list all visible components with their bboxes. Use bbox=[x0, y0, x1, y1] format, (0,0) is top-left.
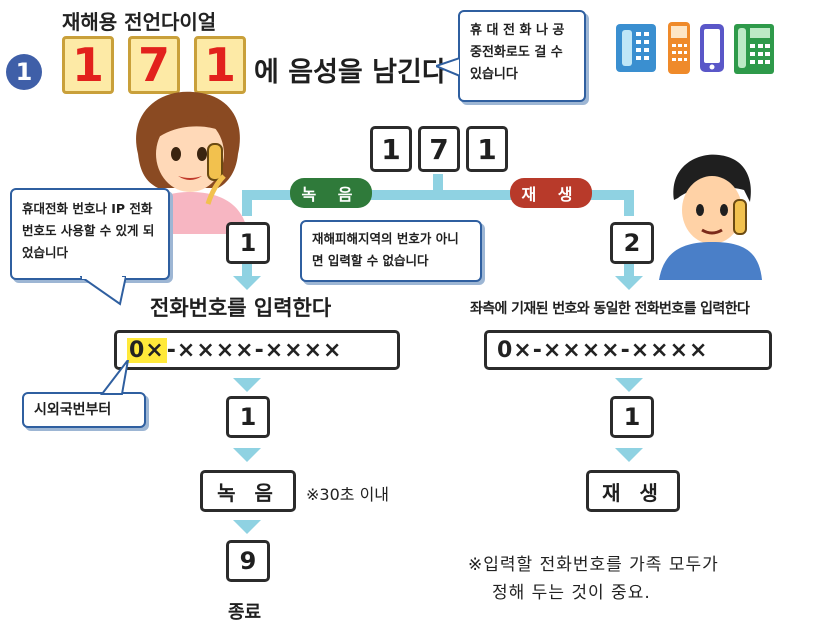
left-key-1b: 1 bbox=[226, 396, 270, 438]
left-arrow-3 bbox=[233, 448, 261, 462]
left-stem-1 bbox=[242, 264, 252, 276]
ip-number-callout: 휴대전화 번호나 IP 전화 번호도 사용할 수 있게 되었습니다 bbox=[10, 188, 170, 280]
left-drop bbox=[242, 190, 252, 216]
left-key-1: 1 bbox=[226, 222, 270, 264]
prefix-note-callout: 시외국번부터 bbox=[22, 392, 146, 428]
record-time-limit: ※30초 이내 bbox=[306, 485, 390, 504]
area-restriction-callout: 재해피해지역의 번호가 아니면 입력할 수 없습니다 bbox=[300, 220, 482, 282]
right-key-2: 2 bbox=[610, 222, 654, 264]
public-phone-icon bbox=[734, 24, 774, 74]
left-instruction: 전화번호를 입력한다 bbox=[150, 296, 332, 320]
prefix-callout-pointer bbox=[100, 360, 129, 395]
right-number-box: 0×-××××-×××× bbox=[484, 330, 772, 370]
phone-note-callout: 휴 대 전 화 나 공중전화로도 걸 수 있습니다 bbox=[458, 10, 586, 102]
smartphone-icon bbox=[700, 24, 724, 72]
end-label: 종료 bbox=[228, 602, 262, 623]
dial-key-1b: 1 bbox=[194, 36, 246, 94]
right-key-1: 1 bbox=[610, 396, 654, 438]
ip-callout-pointer bbox=[80, 276, 126, 306]
play-branch-label: 재 생 bbox=[510, 178, 592, 208]
footer-note-line-2: 정해 두는 것이 중요. bbox=[492, 583, 651, 603]
left-arrow-4 bbox=[233, 520, 261, 534]
number-rest: -××××-×××× bbox=[166, 337, 343, 363]
number-prefix-highlight: 0× bbox=[127, 337, 167, 363]
branch-stem bbox=[433, 174, 443, 196]
center-key-1b: 1 bbox=[466, 126, 508, 172]
phone-note-pointer bbox=[436, 56, 460, 78]
dial-key-1: 1 bbox=[62, 36, 114, 94]
right-play-box: 재 생 bbox=[586, 470, 680, 512]
right-drop bbox=[624, 190, 634, 216]
man-caller-illustration bbox=[659, 154, 762, 280]
left-number-box: 0× -××××-×××× bbox=[114, 330, 400, 370]
dial-key-7: 7 bbox=[128, 36, 180, 94]
feature-phone-icon bbox=[668, 22, 690, 74]
record-branch-label: 녹 음 bbox=[290, 178, 372, 208]
left-arrow-2 bbox=[233, 378, 261, 392]
footer-note-line-1: ※입력할 전화번호를 가족 모두가 bbox=[468, 555, 719, 575]
desk-phone-icon bbox=[616, 24, 656, 72]
left-arrow-1 bbox=[233, 276, 261, 290]
right-instruction: 좌측에 기재된 번호와 동일한 전화번호를 입력한다 bbox=[470, 301, 750, 317]
left-key-9: 9 bbox=[226, 540, 270, 582]
step-number-badge: 1 bbox=[6, 54, 42, 90]
center-key-7: 7 bbox=[418, 126, 460, 172]
right-arrow-3 bbox=[615, 448, 643, 462]
headline: 에 음성을 남긴다 bbox=[254, 57, 447, 88]
right-arrow-2 bbox=[615, 378, 643, 392]
right-arrow-1 bbox=[615, 276, 643, 290]
service-label: 재해용 전언다이얼 bbox=[62, 10, 217, 34]
right-stem-1 bbox=[624, 264, 634, 276]
center-key-1: 1 bbox=[370, 126, 412, 172]
branch-horizontal bbox=[242, 190, 634, 200]
left-record-box: 녹 음 bbox=[200, 470, 296, 512]
